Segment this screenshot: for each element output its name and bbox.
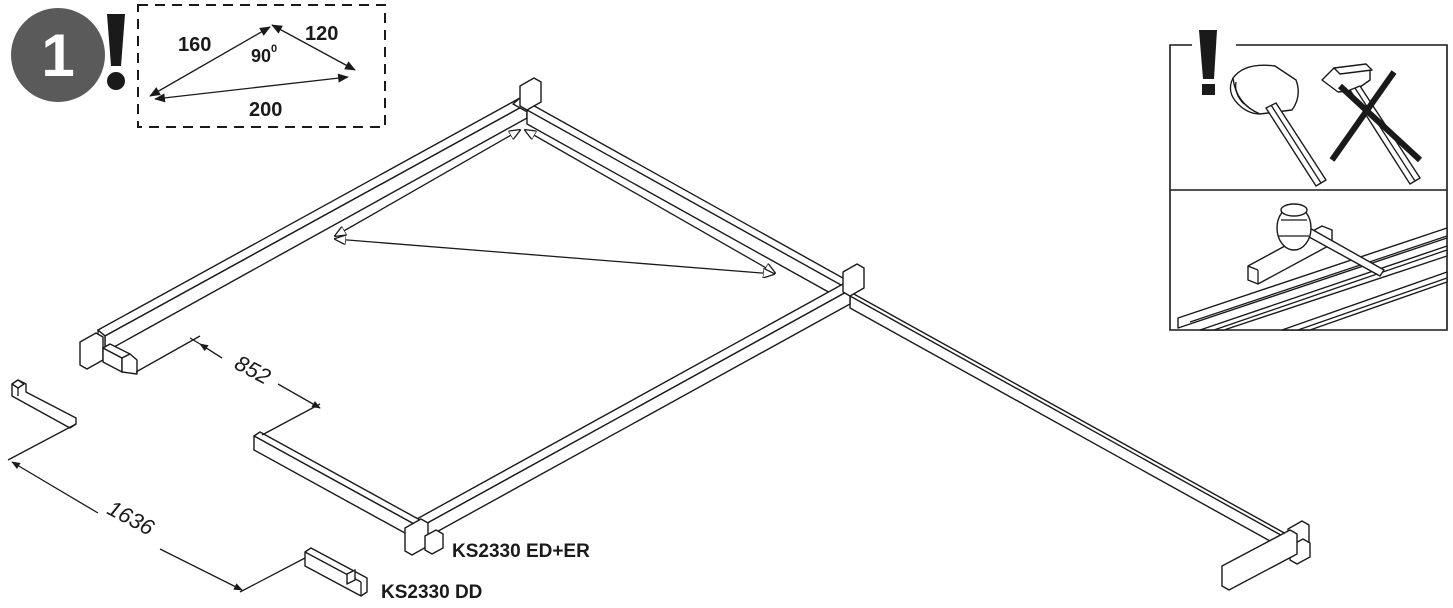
frame-rail-front [414, 283, 851, 541]
dimension-1636-label: 1636 [103, 495, 159, 540]
corner-block-left [79, 332, 138, 375]
part-label-frame: KS2330 ED+ER [452, 541, 590, 562]
part-label-joist: KS2330 DD [381, 582, 482, 603]
dimension-852-label: 852 [231, 350, 275, 389]
end-block-far [1221, 520, 1311, 591]
step-badge: 1 [11, 8, 105, 102]
side-b-label: 120 [305, 23, 338, 45]
step-number: 1 [41, 22, 74, 89]
frame-rail-back-right [512, 97, 851, 305]
side-a-label: 160 [178, 34, 211, 56]
triangle-check-note: 160 120 200 90 0 [137, 4, 386, 128]
warning-icon [107, 14, 125, 90]
angle-value: 90 [251, 46, 271, 66]
corner-block-top [519, 77, 542, 111]
warning-icon-panel [1199, 30, 1217, 95]
frame-diagonal-check [335, 130, 775, 274]
frame-rail-back-left [97, 97, 528, 353]
loose-joist-left [11, 379, 77, 429]
prohibited-cross-icon [1329, 70, 1423, 163]
rubber-mallet-icon [1229, 64, 1327, 187]
side-b-arrow [271, 24, 356, 71]
steel-hammer-icon [1321, 63, 1421, 185]
mallet-on-block-icon [1177, 203, 1448, 331]
dimension-852: 852 [135, 335, 321, 436]
corner-block-front [404, 518, 444, 556]
hypotenuse-label: 200 [249, 99, 282, 121]
corner-block-right [842, 263, 865, 297]
hypotenuse-arrow [154, 73, 349, 103]
loose-joist-middle [253, 431, 421, 539]
loose-joist-bottom [304, 547, 368, 597]
tool-instruction-panel [1169, 30, 1448, 331]
angle-degree: 0 [271, 43, 277, 55]
